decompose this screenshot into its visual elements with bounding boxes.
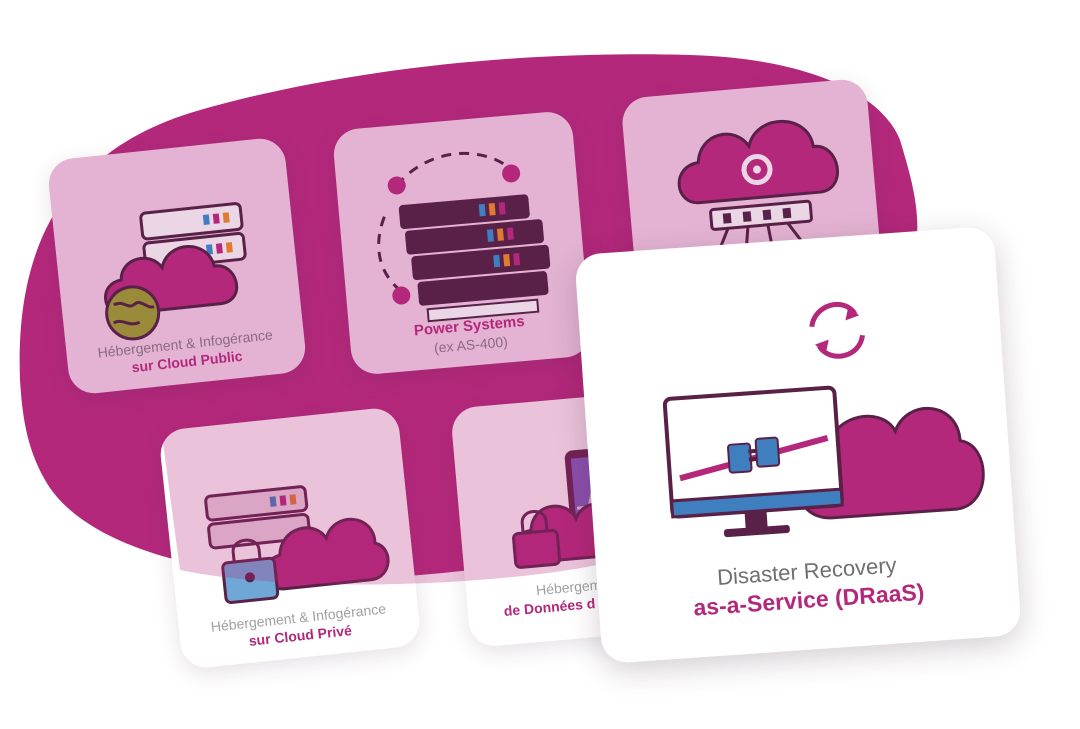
cloud-lock-server-icon	[204, 485, 390, 605]
card-draas[interactable]: Disaster Recovery as-a-Service (DRaaS)	[574, 225, 1022, 665]
card-power-systems[interactable]: Power Systems (ex AS-400)	[331, 110, 593, 376]
server-rack-icon	[377, 151, 551, 323]
card-cloud-public[interactable]: Hébergement & Infogérance sur Cloud Publ…	[46, 136, 308, 396]
sync-arrows-icon	[809, 301, 865, 359]
monitor-plug-cloud-icon	[662, 301, 985, 538]
cloud-globe-server-icon	[104, 202, 247, 341]
card-cloud-prive[interactable]: Hébergement & Infogérance sur Cloud Priv…	[158, 406, 422, 670]
